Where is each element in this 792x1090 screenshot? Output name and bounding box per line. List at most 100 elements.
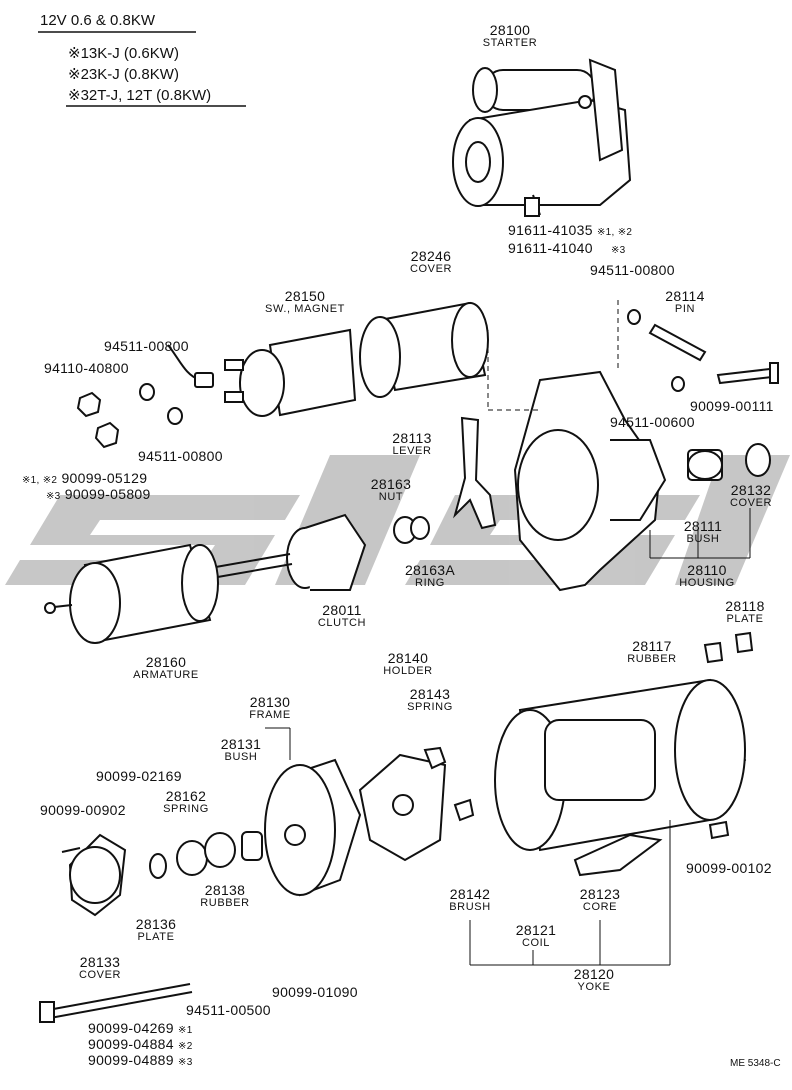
part-number: 28110 — [687, 562, 727, 578]
callout-holder: 28140 HOLDER — [378, 650, 438, 678]
part-number: 28132 — [730, 482, 772, 498]
part-number: 28163 — [370, 476, 412, 492]
part-number: 28163A — [404, 562, 456, 578]
part-name: BRUSH — [449, 901, 491, 913]
callout-bush-28131: 28131 BUSH — [218, 736, 264, 764]
part-name: RUBBER — [627, 653, 677, 665]
cover-28246-drawing — [359, 301, 489, 398]
part-name: NUT — [378, 491, 404, 503]
callout-housing: 28110 HOUSING — [672, 562, 742, 590]
callout-bush-28111: 28111 BUSH — [678, 518, 728, 546]
diagram-code: ME 5348-C — [730, 1058, 781, 1069]
callout-thru-bolt-a: 90099-04269 ※1 — [88, 1020, 193, 1036]
part-name: LEVER — [392, 445, 432, 457]
part-number: 90099-04269 — [88, 1020, 174, 1036]
callout-ring: 28163A RING — [398, 562, 462, 590]
part-name: HOLDER — [383, 665, 433, 677]
armature-drawing — [44, 543, 293, 644]
holder-drawing — [358, 746, 447, 862]
callout-rubber-28138: 28138 RUBBER — [194, 882, 256, 910]
lever-drawing — [453, 416, 497, 530]
part-name: SPRING — [407, 701, 453, 713]
part-name: ARMATURE — [133, 669, 199, 681]
part-number: 28117 — [632, 638, 672, 654]
callout-bolt-a: 91611-41035 ※1, ※2 — [508, 222, 632, 238]
part-number: 28118 — [725, 598, 765, 614]
callout-pin: 28114 PIN — [660, 288, 710, 316]
part-number: 91611-41040 — [508, 240, 593, 256]
callout-thru-bolt-b: 90099-04884 ※2 — [88, 1036, 193, 1052]
legend-2: ※23K-J (0.8KW) — [68, 65, 179, 83]
legend-mark-2: ※2 — [68, 66, 89, 83]
part-number: 28121 — [515, 922, 557, 938]
part-name: STARTER — [482, 37, 538, 49]
callout-lines — [265, 300, 751, 966]
callout-washer-01090: 90099-01090 — [272, 984, 358, 1000]
part-number: 28246 — [410, 248, 452, 264]
part-name: PIN — [674, 303, 696, 315]
part-name: PLATE — [137, 931, 175, 943]
part-name: RING — [415, 577, 445, 589]
part-name: BUSH — [686, 533, 720, 545]
part-name: SW., MAGNET — [265, 303, 345, 315]
callout-nut-94511-right: 94511-00800 — [590, 262, 675, 278]
part-number: 28131 — [220, 736, 262, 752]
magnet-switch-drawing — [167, 328, 357, 417]
part-number: 28111 — [683, 518, 723, 534]
part-name: CORE — [582, 901, 618, 913]
callout-spring-28162: 28162 SPRING — [158, 788, 214, 816]
legend-text-1: 3K-J (0.6KW) — [88, 45, 179, 62]
clutch-drawing — [286, 513, 430, 591]
part-number: 28123 — [579, 886, 621, 902]
callout-thru-bolt-c: 90099-04889 ※3 — [88, 1052, 193, 1068]
callout-cover-28132: 28132 COVER — [726, 482, 776, 510]
starter-drawing — [452, 58, 632, 217]
part-number: 28142 — [449, 886, 491, 902]
part-number: 28136 — [135, 916, 177, 932]
callout-nut-05809: ※3 90099-05809 — [46, 486, 151, 502]
part-number: 28114 — [665, 288, 705, 304]
part-name: COVER — [409, 263, 453, 275]
part-name: RUBBER — [200, 897, 250, 909]
callout-frame: 28130 FRAME — [240, 694, 300, 722]
part-number: 28160 — [145, 654, 187, 670]
part-note: ※1, ※2 — [597, 227, 633, 238]
part-number: 28162 — [165, 788, 207, 804]
diagram-title: 12V 0.6 & 0.8KW — [40, 12, 156, 29]
part-name: COIL — [521, 937, 551, 949]
callout-nut-94511-top: 94511-00800 — [104, 338, 189, 354]
part-number: 28113 — [392, 430, 432, 446]
legend-text-3: 2T-J, 12T (0.8KW) — [88, 87, 212, 104]
callout-sw-magnet: 28150 SW., MAGNET — [245, 288, 365, 316]
pins-bolts — [39, 323, 779, 1023]
part-name: BUSH — [224, 751, 258, 763]
part-number: 28130 — [249, 694, 291, 710]
part-number: 28150 — [284, 288, 326, 304]
callout-spring-28143: 28143 SPRING — [400, 687, 460, 714]
callout-washer-00500: 94511-00500 — [186, 1002, 271, 1018]
part-number: 90099-04889 — [88, 1052, 174, 1068]
part-number: 28140 — [387, 650, 429, 666]
callout-nut-05129: ※1, ※2 90099-05129 — [22, 470, 147, 486]
part-number: 90099-05809 — [64, 486, 151, 502]
callout-washer-00600: 94511-00600 — [610, 414, 695, 430]
part-note: ※3 — [46, 491, 61, 502]
callout-rubber-28117: 28117 RUBBER — [622, 638, 682, 666]
callout-washer-94110: 94110-40800 — [44, 360, 129, 376]
part-number: 90099-04884 — [88, 1036, 174, 1052]
part-number: 28100 — [489, 22, 531, 38]
callout-cover-28133: 28133 COVER — [72, 955, 128, 982]
legend-1: ※13K-J (0.6KW) — [68, 44, 179, 62]
callout-screw-00902: 90099-00902 — [40, 802, 126, 818]
legend-text-2: 3K-J (0.8KW) — [88, 66, 179, 83]
callout-nut-28163: 28163 NUT — [366, 476, 416, 504]
callout-lever: 28113 LEVER — [382, 430, 442, 458]
callout-brush: 28142 BRUSH — [440, 886, 500, 914]
callout-plate-28118: 28118 PLATE — [720, 598, 770, 626]
callout-core: 28123 CORE — [572, 886, 628, 914]
part-number: 28011 — [322, 602, 362, 618]
bush-cover — [687, 443, 771, 481]
part-number: 28138 — [204, 882, 246, 898]
callout-armature: 28160 ARMATURE — [126, 654, 206, 682]
